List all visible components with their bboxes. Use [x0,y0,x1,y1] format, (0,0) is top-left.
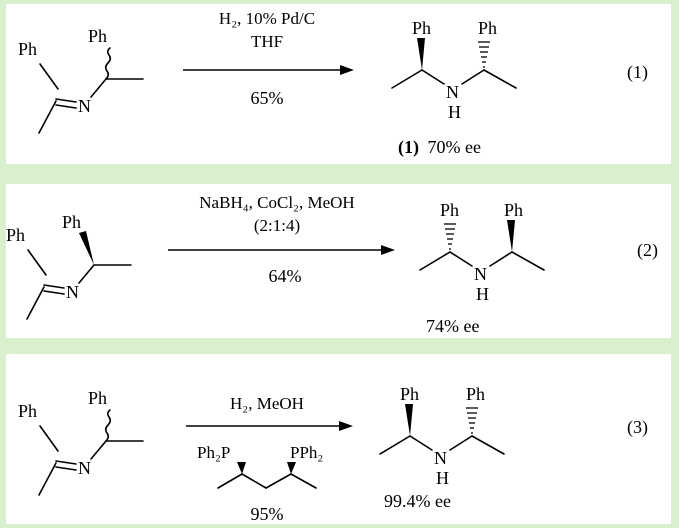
reaction-2: NaBH₄, CoCl₂, MeOH (2:1:4) 64% 74% ee (2… [5,193,658,336]
yield: 95% [251,504,284,524]
reaction-1: H₂, 10% Pd/C THF 65% (1) 70% ee (1) [17,9,648,158]
compound-label: (1) [398,137,419,158]
diphosphine-ligand: Ph₂P PPh₂ [197,443,323,489]
reaction-panel-2 [6,184,671,338]
conditions-top: H₂, MeOH [230,394,304,413]
yield: 65% [251,88,284,108]
equation-number: (3) [627,417,648,438]
reaction-panel-3 [6,354,671,524]
reaction-panel-1 [6,4,671,164]
conditions-top: H₂, 10% Pd/C [219,9,315,28]
arrow-head [340,65,354,75]
ph2p-label: Ph₂P [197,443,230,462]
ee-value: 74% ee [426,316,479,336]
conditions-top: NaBH₄, CoCl₂, MeOH [199,193,354,212]
enantiomeric-excess: (1) 70% ee [398,137,481,158]
conditions-solvent: THF [251,32,283,51]
pph2-label: PPh₂ [290,443,323,462]
conditions-ratio: (2:1:4) [254,216,300,235]
arrow-head [339,421,353,431]
arrow-head [381,245,395,255]
reaction-3: H₂, MeOH Ph₂P PPh₂ 95% 99.4% ee (3) [17,383,648,524]
equation-number: (1) [627,62,648,83]
yield: 64% [269,266,302,286]
ee-value: 70% ee [428,137,481,157]
ee-value: 99.4% ee [384,491,451,511]
equation-number: (2) [637,240,658,261]
